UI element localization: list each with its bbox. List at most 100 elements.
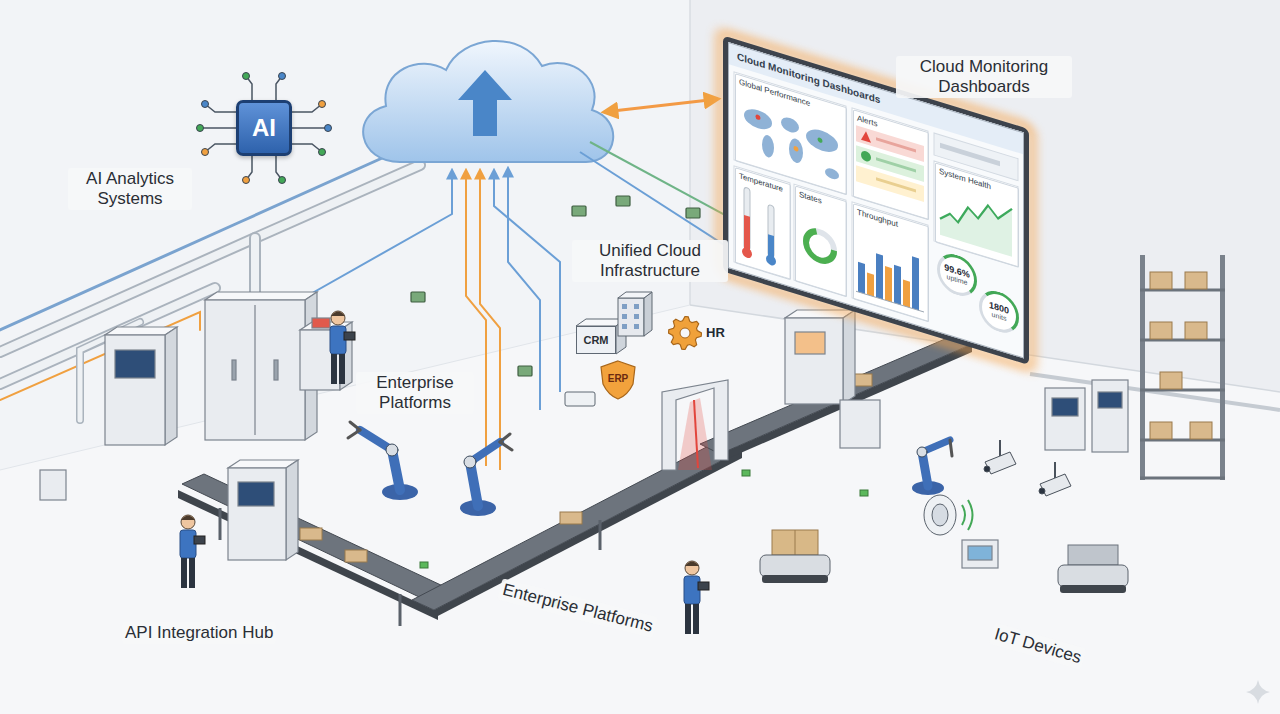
agv-robot (1060, 585, 1126, 593)
enterprise-icon (634, 304, 639, 309)
dashboard-screen-graphic (806, 228, 834, 265)
security-camera (984, 466, 990, 472)
circuit-trace (205, 104, 236, 112)
circuit-node (243, 73, 250, 80)
security-camera (999, 440, 1001, 456)
dashboard-screen-graphic (794, 146, 799, 153)
robot-arm (917, 447, 927, 457)
robot-arm (950, 440, 952, 456)
section-label: Enterprise Platforms (356, 372, 474, 414)
dashboard-screen-graphic (856, 291, 924, 312)
circuit-node (319, 149, 326, 156)
circuit-trace (200, 127, 236, 129)
enterprise-icon (644, 292, 652, 336)
circuit-node (202, 149, 209, 156)
agv-robot (762, 575, 828, 583)
dashboard-screen-graphic (885, 266, 892, 302)
pipe (251, 238, 259, 300)
robot-arm (470, 462, 478, 506)
enterprise-icon (565, 292, 652, 406)
factory-machine (232, 360, 236, 380)
section-label: Enterprise Platforms (497, 578, 658, 638)
dashboard-panel: Alerts (853, 109, 929, 220)
agv-robot (1068, 545, 1118, 565)
robot-arm (350, 422, 360, 430)
section-label: Unified Cloud Infrastructure (572, 240, 728, 282)
person (180, 311, 709, 634)
dashboard-panel-text: Temperature (736, 168, 790, 199)
enterprise-icon (618, 298, 644, 336)
erp-shield-text: ERP (608, 373, 629, 384)
enterprise-icon (634, 314, 639, 319)
circuit-node (197, 73, 332, 184)
person (684, 561, 709, 634)
person (330, 311, 355, 384)
dashboard-screen-graphic (734, 72, 1018, 349)
dashboard-screen-graphic (768, 204, 774, 258)
dashboard-screen-graphic (858, 240, 919, 311)
circuit-trace (200, 76, 328, 180)
circuit-node (279, 73, 286, 80)
iot-sensor (968, 500, 973, 530)
robot-arm (500, 442, 512, 450)
circuit-node (319, 101, 326, 108)
dashboard-panel: States (795, 185, 847, 297)
circuit-node (197, 125, 204, 132)
dashboard-panel: Temperature (735, 167, 791, 280)
dashboard-panel-text: States (796, 187, 846, 216)
dashboard-screen-graphic (852, 108, 928, 219)
room (0, 0, 690, 470)
factory-machine (795, 332, 825, 354)
factory-machine (1045, 388, 1085, 450)
factory-machine (115, 350, 155, 378)
factory-machine (312, 318, 330, 328)
storage-shelf (1150, 272, 1172, 289)
dashboard-panel-text: Throughput (854, 205, 928, 242)
crm-box: CRM (576, 326, 616, 354)
chip-icon (686, 208, 700, 218)
security-camera (1040, 474, 1071, 496)
dashboard-screen-graphic (867, 272, 874, 296)
storage-shelf (1185, 272, 1207, 289)
storage-shelf (1140, 477, 1225, 480)
circuit-trace (292, 144, 322, 152)
data-flow-line (508, 168, 540, 410)
factory-machine (40, 470, 66, 500)
robot-arm (386, 444, 398, 456)
circuit-node (202, 101, 209, 108)
factory-machine (785, 318, 843, 404)
factory-machine (165, 327, 177, 445)
factory-machine (1052, 398, 1078, 416)
factory-machine (228, 468, 286, 560)
dashboard-screen-graphic (734, 166, 790, 279)
factory-machine (843, 310, 855, 404)
factory-machine (238, 482, 274, 506)
dashboard-screen-graphic (894, 265, 901, 305)
data-flow-line (466, 170, 486, 466)
chip-icon (411, 196, 762, 376)
status-light (420, 470, 868, 606)
storage-shelf (1150, 272, 1212, 439)
dashboard-screen-graphic (852, 202, 928, 321)
data-flow-line (494, 170, 560, 392)
enterprise-icon (634, 324, 639, 329)
cloud-symbol (363, 41, 613, 162)
dashboard-screen-graphic (876, 137, 916, 152)
data-flow-line (480, 170, 500, 470)
factory-machine (1098, 392, 1122, 408)
section-label: Cloud Monitoring Dashboards (896, 56, 1072, 98)
storage-shelf (1190, 422, 1212, 439)
dashboard-screen-graphic (806, 228, 834, 265)
dashboard-screen-graphic (744, 104, 839, 181)
pipe (249, 238, 261, 300)
section-label: API Integration Hub (122, 622, 276, 644)
circuit-trace (292, 104, 322, 112)
factory-machine (840, 400, 880, 448)
shield-outline (601, 361, 635, 399)
storage-shelf (1160, 372, 1182, 389)
dashboard-screen-graphic (789, 137, 803, 165)
dashboard-screen-graphic (818, 137, 823, 144)
erp-shield: ERP (600, 360, 636, 400)
dashboard-screen-graphic (756, 114, 761, 121)
